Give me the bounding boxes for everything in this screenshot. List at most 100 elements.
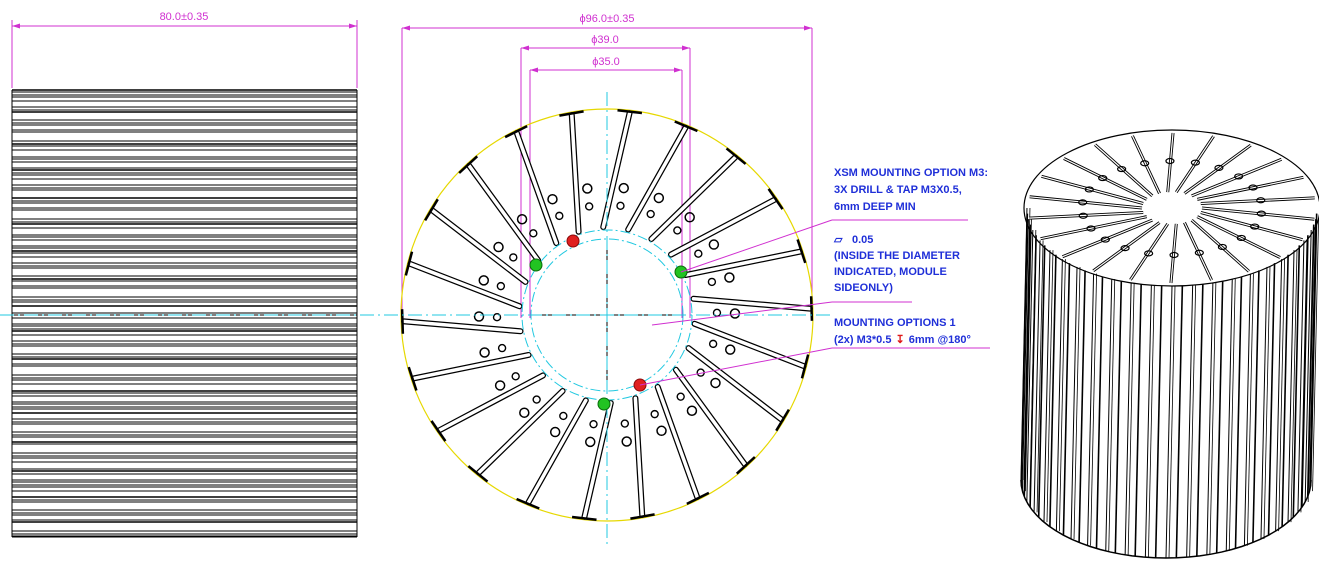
fin-channel bbox=[601, 111, 632, 229]
mounting-depth-spec: 6mm @180° bbox=[909, 334, 971, 346]
iso-fin-edge bbox=[1225, 278, 1233, 551]
fin-channel bbox=[570, 113, 581, 234]
iso-fin-edge bbox=[1108, 278, 1116, 551]
fin-tip bbox=[630, 513, 655, 520]
flatness-note-line3: INDICATED, MODULE bbox=[834, 266, 947, 278]
fin-channel bbox=[674, 367, 747, 466]
fin-channel bbox=[582, 401, 613, 519]
iso-fin-hook bbox=[1194, 249, 1204, 256]
iso-fin-edge bbox=[1312, 219, 1319, 492]
radial-fins bbox=[400, 109, 814, 521]
fin-channel bbox=[633, 396, 644, 517]
fin-channel bbox=[692, 322, 806, 368]
iso-fin-edge bbox=[1026, 229, 1034, 502]
iso-fin-edge bbox=[1025, 219, 1032, 492]
fin-tip bbox=[458, 155, 479, 174]
iso-fin-edge bbox=[1292, 245, 1301, 518]
fin-tip bbox=[467, 465, 489, 483]
flatness-value: 0.05 bbox=[852, 234, 873, 246]
iso-fin-edge bbox=[1055, 259, 1063, 532]
xsm-leader-line bbox=[680, 219, 833, 273]
iso-fin-hook bbox=[1140, 160, 1150, 167]
iso-fin-edge bbox=[1037, 245, 1046, 518]
iso-fin-edge bbox=[1020, 213, 1029, 486]
fin-tip bbox=[430, 420, 447, 442]
iso-fin-edge bbox=[1021, 219, 1029, 492]
fin-hook bbox=[492, 312, 502, 322]
fin-channel bbox=[402, 319, 523, 333]
iso-top-fin-channel bbox=[1183, 222, 1213, 281]
iso-fin-hook bbox=[1078, 212, 1088, 219]
iso-fin-edge bbox=[1206, 282, 1214, 555]
flatness-symbol-icon: ▱ bbox=[833, 234, 843, 246]
iso-top-fin-channel bbox=[1029, 211, 1144, 219]
fin-channel bbox=[649, 155, 737, 241]
fin-hook bbox=[516, 213, 528, 225]
iso-fin-hook bbox=[1248, 184, 1258, 191]
iso-top-fin-channel bbox=[1040, 216, 1147, 240]
iso-fin-edge bbox=[1124, 282, 1132, 555]
fin-hook bbox=[559, 411, 568, 421]
fin-hook bbox=[650, 409, 659, 419]
fin-tip bbox=[571, 515, 597, 521]
iso-fin-edge bbox=[1260, 266, 1268, 539]
mounting-note-line1: MOUNTING OPTIONS 1 bbox=[834, 317, 956, 329]
iso-top-fin-channel bbox=[1029, 196, 1143, 209]
fin-hook bbox=[710, 377, 721, 389]
iso-fin-edge bbox=[1247, 273, 1254, 546]
fin-channel bbox=[515, 131, 559, 245]
fin-hook bbox=[724, 344, 736, 355]
fin-channel bbox=[438, 373, 545, 432]
iso-fin-edge bbox=[1168, 285, 1176, 559]
fin-hook bbox=[473, 311, 485, 322]
iso-fin-edge bbox=[1033, 240, 1041, 513]
fin-tip bbox=[617, 109, 643, 115]
fin-hook bbox=[694, 249, 703, 258]
iso-fin-edge bbox=[1165, 285, 1173, 559]
fin-tip bbox=[674, 120, 698, 133]
flatness-leader-line bbox=[651, 301, 833, 326]
iso-top-fin-channel bbox=[1175, 135, 1215, 193]
iso-fin-hook bbox=[1169, 251, 1179, 259]
fin-hook bbox=[584, 202, 594, 211]
iso-fin-edge bbox=[1189, 285, 1197, 558]
xsm-note-line1: XSM MOUNTING OPTION M3: bbox=[834, 167, 988, 179]
iso-top-fin-channel bbox=[1200, 211, 1303, 241]
fin-tip bbox=[424, 198, 439, 222]
fin-tip bbox=[686, 491, 710, 505]
iso-fin-edge bbox=[1175, 285, 1184, 558]
iso-fin-edge bbox=[1281, 254, 1289, 527]
fin-tip bbox=[725, 147, 747, 165]
iso-top-fin-channel bbox=[1129, 223, 1169, 281]
iso-fin-edge bbox=[1095, 276, 1104, 549]
iso-fin-hook bbox=[1165, 157, 1175, 165]
iso-fin-hook bbox=[1234, 173, 1244, 180]
fin-channel bbox=[669, 198, 776, 257]
iso-fin-hook bbox=[1214, 164, 1224, 171]
outer-diameter-dimension: ϕ96.0±0.35 bbox=[579, 13, 634, 25]
iso-bottom-edge bbox=[1020, 479, 1312, 559]
iso-fin-hook bbox=[1144, 250, 1154, 257]
iso-fin-edge bbox=[1300, 240, 1308, 513]
iso-fin-edge bbox=[1196, 284, 1204, 557]
iso-top-fin-channel bbox=[1041, 175, 1144, 205]
fin-tip bbox=[504, 125, 528, 139]
outer-outline-circle bbox=[400, 108, 814, 522]
isometric-view bbox=[1020, 129, 1319, 559]
iso-fin-edge bbox=[1234, 276, 1243, 549]
iso-fin-edge bbox=[1046, 250, 1054, 523]
iso-fin-edge bbox=[1228, 278, 1236, 551]
fin-channel bbox=[655, 385, 699, 499]
fin-hook bbox=[653, 192, 665, 204]
iso-fin-edge bbox=[1287, 250, 1295, 523]
iso-fin-edge bbox=[1301, 235, 1309, 508]
iso-fin-hook bbox=[1120, 245, 1130, 252]
iso-top-fin-channel bbox=[1131, 135, 1161, 194]
fin-hook bbox=[509, 253, 518, 262]
mounting-leader-line bbox=[639, 347, 833, 386]
iso-fin-edge bbox=[1134, 284, 1142, 557]
iso-fin-hook bbox=[1236, 234, 1246, 242]
iso-fin-edge bbox=[1114, 281, 1123, 554]
iso-top-fin-channel bbox=[1092, 222, 1160, 272]
iso-fin-edge bbox=[1215, 281, 1224, 554]
